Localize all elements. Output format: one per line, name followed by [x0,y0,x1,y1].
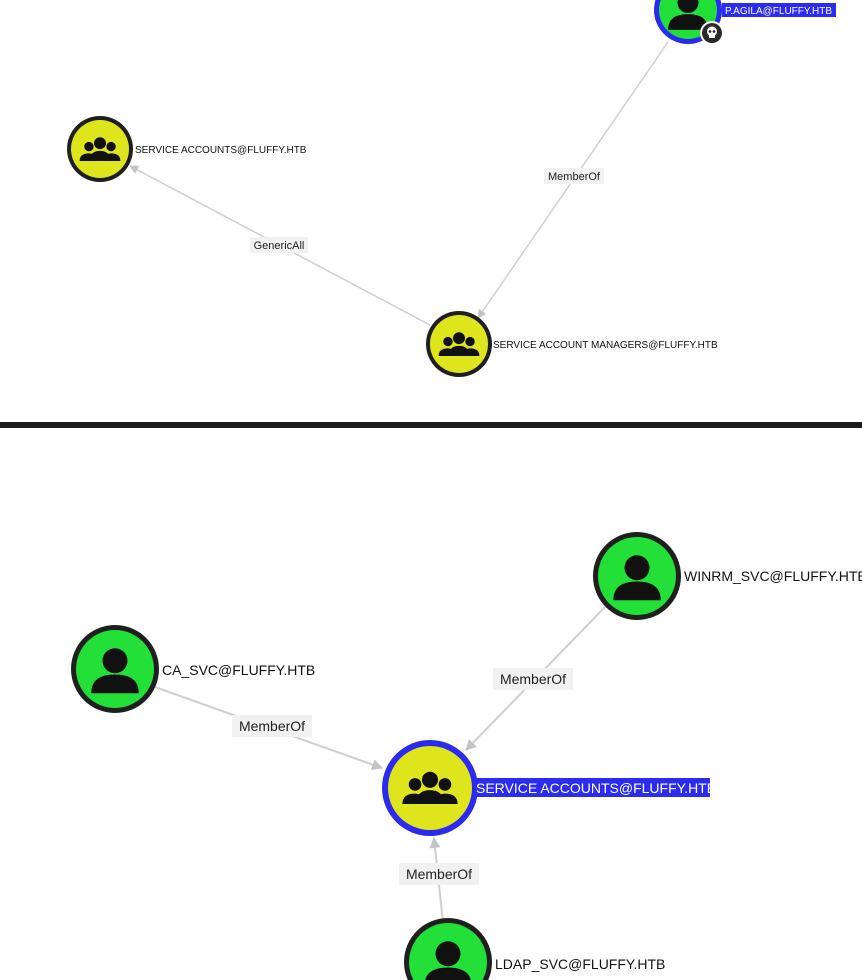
node-group-service-account-managers[interactable]: SERVICE ACCOUNT MANAGERS@FLUFFY.HTB [426,311,718,377]
node-label-winrm-svc: WINRM_SVC@FLUFFY.HTB [684,568,862,584]
node-label-service-accounts: SERVICE ACCOUNTS@FLUFFY.HTB [135,145,307,156]
node-label-service-account-managers: SERVICE ACCOUNT MANAGERS@FLUFFY.HTB [493,340,718,351]
node-label-pagila: P.AGILA@FLUFFY.HTB [725,6,832,17]
skull-icon [700,21,724,45]
node-label-ldap-svc: LDAP_SVC@FLUFFY.HTB [495,956,665,972]
edge-label-ldap-memberof: MemberOf [399,863,479,885]
panel-separator [0,422,862,428]
edge-label-winrm-memberof: MemberOf [493,668,573,690]
edge-label-winrm-memberof-text: MemberOf [500,671,566,687]
graph-panel-top[interactable]: MemberOf GenericAll P.AGILA@FLUFFY.HTB S… [0,0,862,422]
node-user-ca-svc[interactable]: CA_SVC@FLUFFY.HTB [71,625,315,713]
edge-label-ca-memberof: MemberOf [232,715,312,737]
node-label-service-accounts-selected: SERVICE ACCOUNTS@FLUFFY.HTB [476,780,716,796]
node-user-winrm-svc[interactable]: WINRM_SVC@FLUFFY.HTB [593,532,862,620]
node-label-ca-svc: CA_SVC@FLUFFY.HTB [162,662,315,678]
edge-label-memberof-text: MemberOf [548,171,601,183]
node-user-pagila[interactable]: P.AGILA@FLUFFY.HTB [654,0,836,45]
edge-label-genericall: GenericAll [250,237,308,253]
graph-panel-bottom[interactable]: MemberOf MemberOf MemberOf WINRM_SVC@FLU… [0,428,862,980]
node-group-service-accounts[interactable]: SERVICE ACCOUNTS@FLUFFY.HTB [67,116,307,182]
edge-label-genericall-text: GenericAll [254,240,305,252]
graph-canvas-bottom[interactable]: MemberOf MemberOf MemberOf WINRM_SVC@FLU… [0,428,862,980]
edge-label-ca-memberof-text: MemberOf [239,718,305,734]
node-group-service-accounts-selected[interactable]: SERVICE ACCOUNTS@FLUFFY.HTB [382,740,716,836]
edge-label-memberof: MemberOf [544,168,604,184]
graph-canvas-top[interactable]: MemberOf GenericAll P.AGILA@FLUFFY.HTB S… [0,0,862,422]
node-user-ldap-svc[interactable]: LDAP_SVC@FLUFFY.HTB [404,918,665,980]
edge-label-ldap-memberof-text: MemberOf [406,866,472,882]
